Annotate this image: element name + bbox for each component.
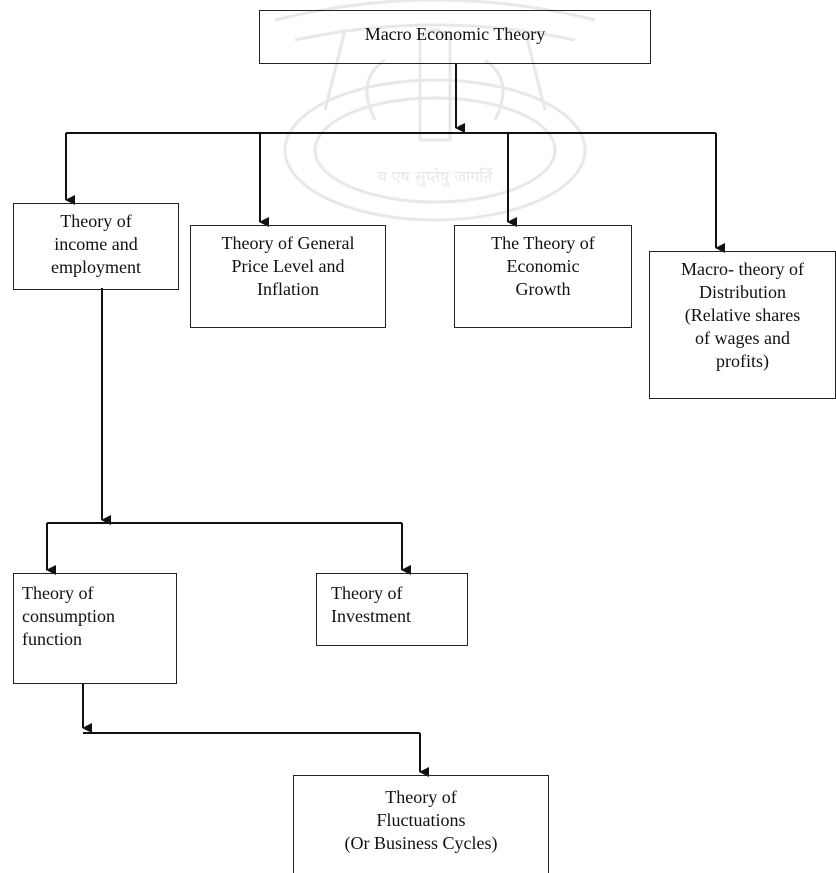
consumption-function-box: Theory of consumption function bbox=[13, 573, 177, 684]
box-line: Theory of bbox=[22, 583, 94, 603]
box-line: Investment bbox=[331, 606, 411, 626]
box-line: Theory of bbox=[60, 211, 132, 231]
box-line: consumption bbox=[22, 606, 115, 626]
economic-growth-box: The Theory of Economic Growth bbox=[454, 225, 632, 328]
box-line: Fluctuations bbox=[376, 810, 466, 830]
investment-box: Theory of Investment bbox=[316, 573, 468, 646]
box-line: employment bbox=[51, 257, 141, 277]
fluctuations-box: Theory of Fluctuations (Or Business Cycl… bbox=[293, 775, 549, 873]
box-line: Inflation bbox=[257, 279, 319, 299]
box-line: Economic bbox=[506, 256, 580, 276]
income-employment-box: Theory of income and employment bbox=[13, 203, 179, 290]
general-price-level-box: Theory of General Price Level and Inflat… bbox=[190, 225, 386, 328]
box-line: (Or Business Cycles) bbox=[344, 833, 498, 853]
box-line: (Relative shares bbox=[684, 305, 801, 325]
box-line: Price Level and bbox=[231, 256, 345, 276]
box-line: Theory of General bbox=[221, 233, 355, 253]
box-line: of wages and bbox=[695, 328, 790, 348]
box-line: Macro- theory of bbox=[681, 259, 804, 279]
box-line: Theory of bbox=[331, 583, 403, 603]
box-line: Theory of bbox=[385, 787, 457, 807]
box-line: Macro Economic Theory bbox=[364, 24, 546, 44]
distribution-box: Macro- theory of Distribution (Relative … bbox=[649, 251, 836, 399]
motto-text: य एष सुप्तेषु जागर्ति bbox=[377, 167, 493, 187]
emblem-watermark-icon: य एष सुप्तेषु जागर्ति bbox=[274, 0, 596, 222]
box-line: Distribution bbox=[698, 282, 786, 302]
box-line: The Theory of bbox=[491, 233, 595, 253]
macro-economic-theory-box: Macro Economic Theory bbox=[259, 10, 651, 64]
box-line: Growth bbox=[515, 279, 571, 299]
box-line: function bbox=[22, 629, 82, 649]
box-line: profits) bbox=[716, 351, 769, 371]
box-line: income and bbox=[54, 234, 138, 254]
